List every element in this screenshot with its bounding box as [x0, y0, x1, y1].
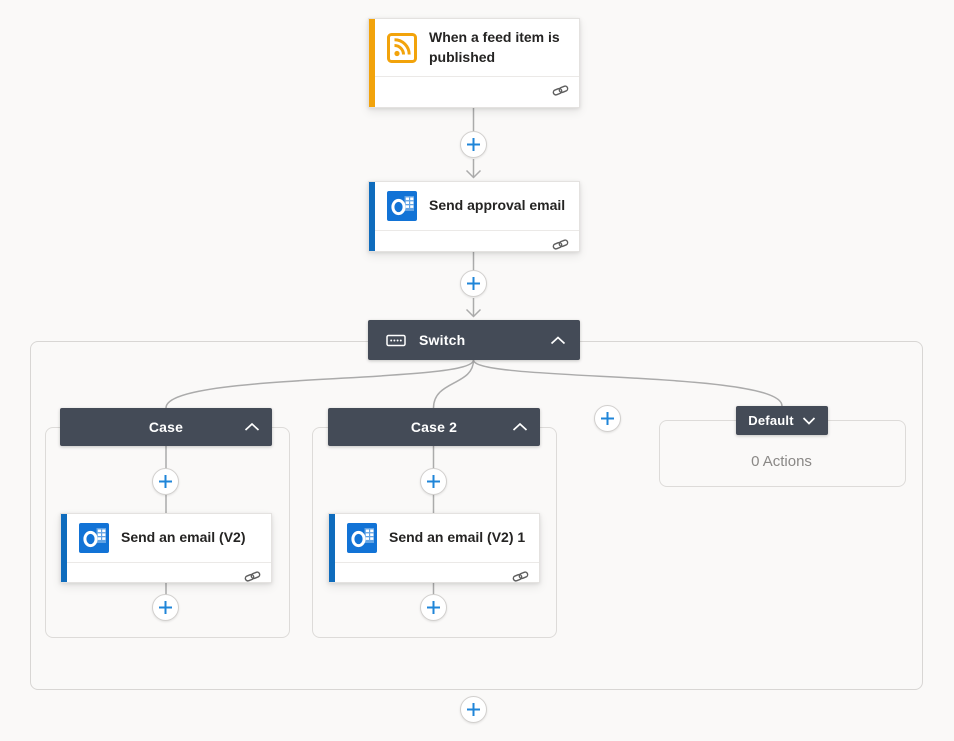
connection-link-icon[interactable]: [552, 238, 569, 251]
action-title: Send an email (V2): [121, 529, 246, 546]
connection-link-icon[interactable]: [512, 570, 529, 583]
rss-icon: [387, 32, 417, 63]
case-1-label: Case: [148, 419, 184, 435]
action-stripe: [329, 514, 335, 582]
outlook-icon: [79, 523, 109, 553]
trigger-card-when-a-feed-item-is-published[interactable]: When a feed item is published: [368, 18, 580, 108]
action-stripe: [61, 514, 67, 582]
outlook-icon: [387, 191, 417, 221]
default-empty-actions-text: 0 Actions: [751, 453, 812, 470]
switch-header[interactable]: Switch: [368, 320, 580, 360]
action-card-send-an-email-v2-1[interactable]: Send an email (V2) 1: [328, 513, 540, 583]
outlook-icon: [347, 523, 377, 553]
trigger-title: When a feed item is published: [429, 29, 560, 65]
plus-icon: [158, 474, 173, 489]
new-step-button[interactable]: [460, 696, 487, 723]
case-1-add-action-button[interactable]: [152, 594, 179, 621]
action-stripe: [369, 182, 375, 251]
switch-icon: [386, 334, 406, 347]
case-1-header[interactable]: Case: [60, 408, 272, 446]
connection-link-icon[interactable]: [552, 84, 569, 97]
action-title: Send approval email: [429, 197, 566, 214]
chevron-up-icon[interactable]: [244, 422, 260, 432]
chevron-down-icon[interactable]: [802, 416, 816, 425]
plus-icon: [426, 474, 441, 489]
plus-icon: [600, 411, 615, 426]
action-card-send-an-email-v2[interactable]: Send an email (V2): [60, 513, 272, 583]
plus-icon: [426, 600, 441, 615]
default-label: Default: [748, 413, 794, 428]
insert-step-button-2[interactable]: [460, 270, 487, 297]
plus-icon: [466, 137, 481, 152]
case-2-header[interactable]: Case 2: [328, 408, 540, 446]
plus-icon: [466, 276, 481, 291]
trigger-stripe: [369, 19, 375, 107]
switch-label: Switch: [419, 332, 466, 348]
plus-icon: [158, 600, 173, 615]
case-2-label: Case 2: [410, 419, 458, 435]
chevron-up-icon[interactable]: [512, 422, 528, 432]
action-title: Send an email (V2) 1: [389, 529, 526, 546]
plus-icon: [466, 702, 481, 717]
chevron-up-icon[interactable]: [550, 335, 566, 345]
action-card-send-approval-email[interactable]: Send approval email: [368, 181, 580, 252]
insert-step-button-1[interactable]: [460, 131, 487, 158]
case-1-insert-step-button[interactable]: [152, 468, 179, 495]
case-2-add-action-button[interactable]: [420, 594, 447, 621]
connection-link-icon[interactable]: [244, 570, 261, 583]
case-2-insert-step-button[interactable]: [420, 468, 447, 495]
default-case-header[interactable]: Default: [736, 406, 828, 435]
add-case-button[interactable]: [594, 405, 621, 432]
